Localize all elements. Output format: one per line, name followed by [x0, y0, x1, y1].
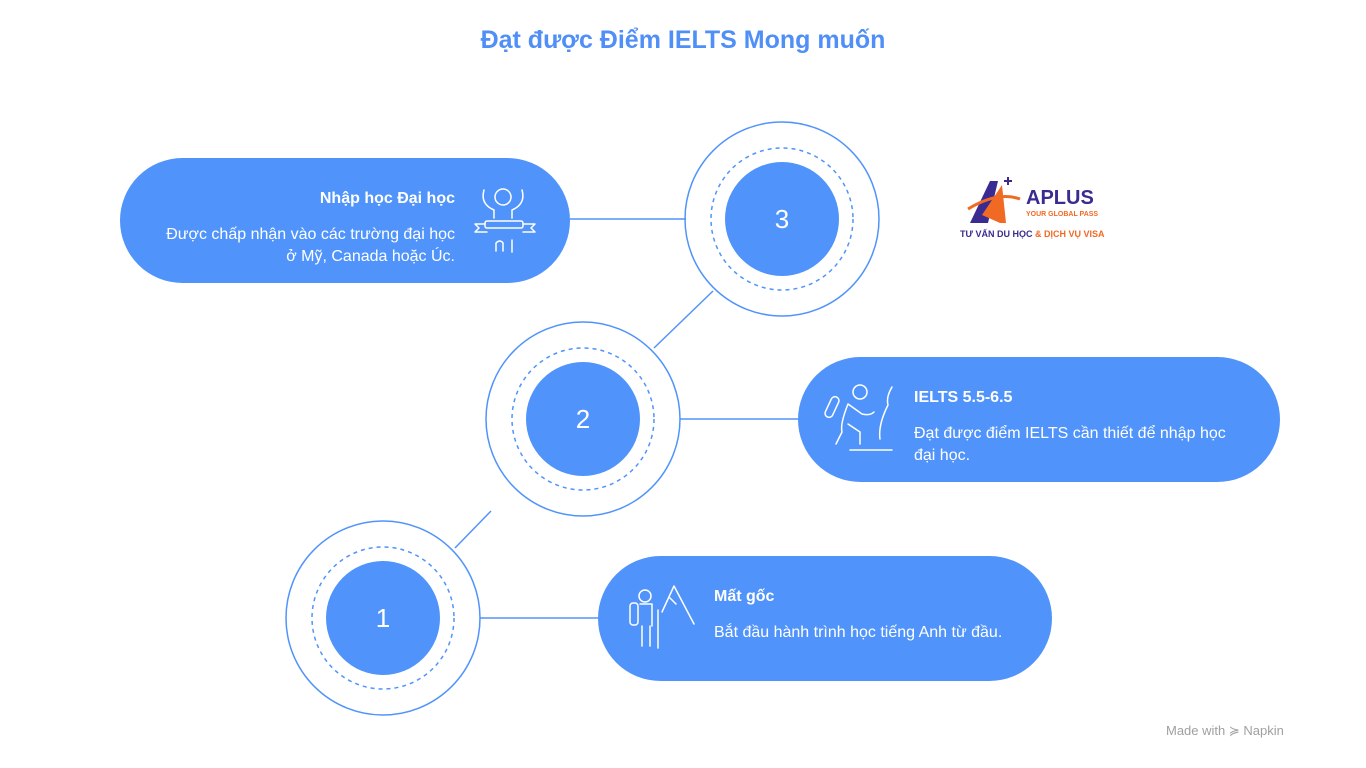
connector-2-1: [454, 510, 492, 549]
step-3-description: Được chấp nhận vào các trường đại học ở …: [166, 226, 455, 265]
connector-3-2: [653, 290, 714, 349]
step-pill-3: [120, 158, 570, 283]
logo-brand: APLUS: [1026, 187, 1094, 209]
step-circle-3: [725, 162, 839, 276]
logo-subtitle-part1: TƯ VẤN DU HỌC: [960, 229, 1033, 239]
step-number-3: 3: [774, 204, 790, 234]
step-1-text: Mất gốc Bắt đầu hành trình học tiếng Anh…: [714, 588, 1014, 644]
page-title: Đạt được Điểm IELTS Mong muốn: [480, 26, 886, 54]
dashed-ring-2: [511, 347, 655, 491]
step-number-1: 1: [375, 603, 391, 633]
step-pill-1: [598, 556, 1052, 681]
outer-ring-2: [485, 321, 681, 517]
climber-icon: [824, 384, 893, 451]
step-2-description: Đạt được điểm IELTS cần thiết để nhập họ…: [914, 425, 1226, 464]
aplus-logo-mark-icon: [967, 177, 1021, 223]
step-2-text: IELTS 5.5-6.5 Đạt được điểm IELTS cần th…: [914, 389, 1234, 467]
step-3-heading: Nhập học Đại học: [319, 190, 455, 207]
step-1-heading: Mất gốc: [714, 588, 775, 605]
hiker-icon: [629, 585, 695, 649]
dashed-ring-1: [311, 546, 455, 690]
logo-tagline: YOUR GLOBAL PASS: [1026, 211, 1099, 218]
step-pill-2: [798, 357, 1280, 482]
dashed-ring-3: [710, 147, 854, 291]
step-3-text: Nhập học Đại học Được chấp nhận vào các …: [150, 190, 455, 268]
made-with-napkin: Made with ≽ Napkin: [1166, 723, 1284, 738]
outer-ring-1: [285, 520, 481, 716]
step-number-2: 2: [575, 404, 591, 434]
logo-subtitle: TƯ VẤN DU HỌC & DỊCH VỤ VISA: [960, 229, 1105, 239]
graduate-icon: [474, 188, 536, 253]
step-circle-1: [326, 561, 440, 675]
logo-subtitle-part2: & DỊCH VỤ VISA: [1034, 229, 1105, 239]
step-2-heading: IELTS 5.5-6.5: [914, 389, 1013, 406]
step-circle-2: [526, 362, 640, 476]
step-1-description: Bắt đầu hành trình học tiếng Anh từ đầu.: [714, 624, 1003, 641]
outer-ring-3: [684, 121, 880, 317]
aplus-logo: APLUS YOUR GLOBAL PASS TƯ VẤN DU HỌC & D…: [960, 175, 1110, 245]
